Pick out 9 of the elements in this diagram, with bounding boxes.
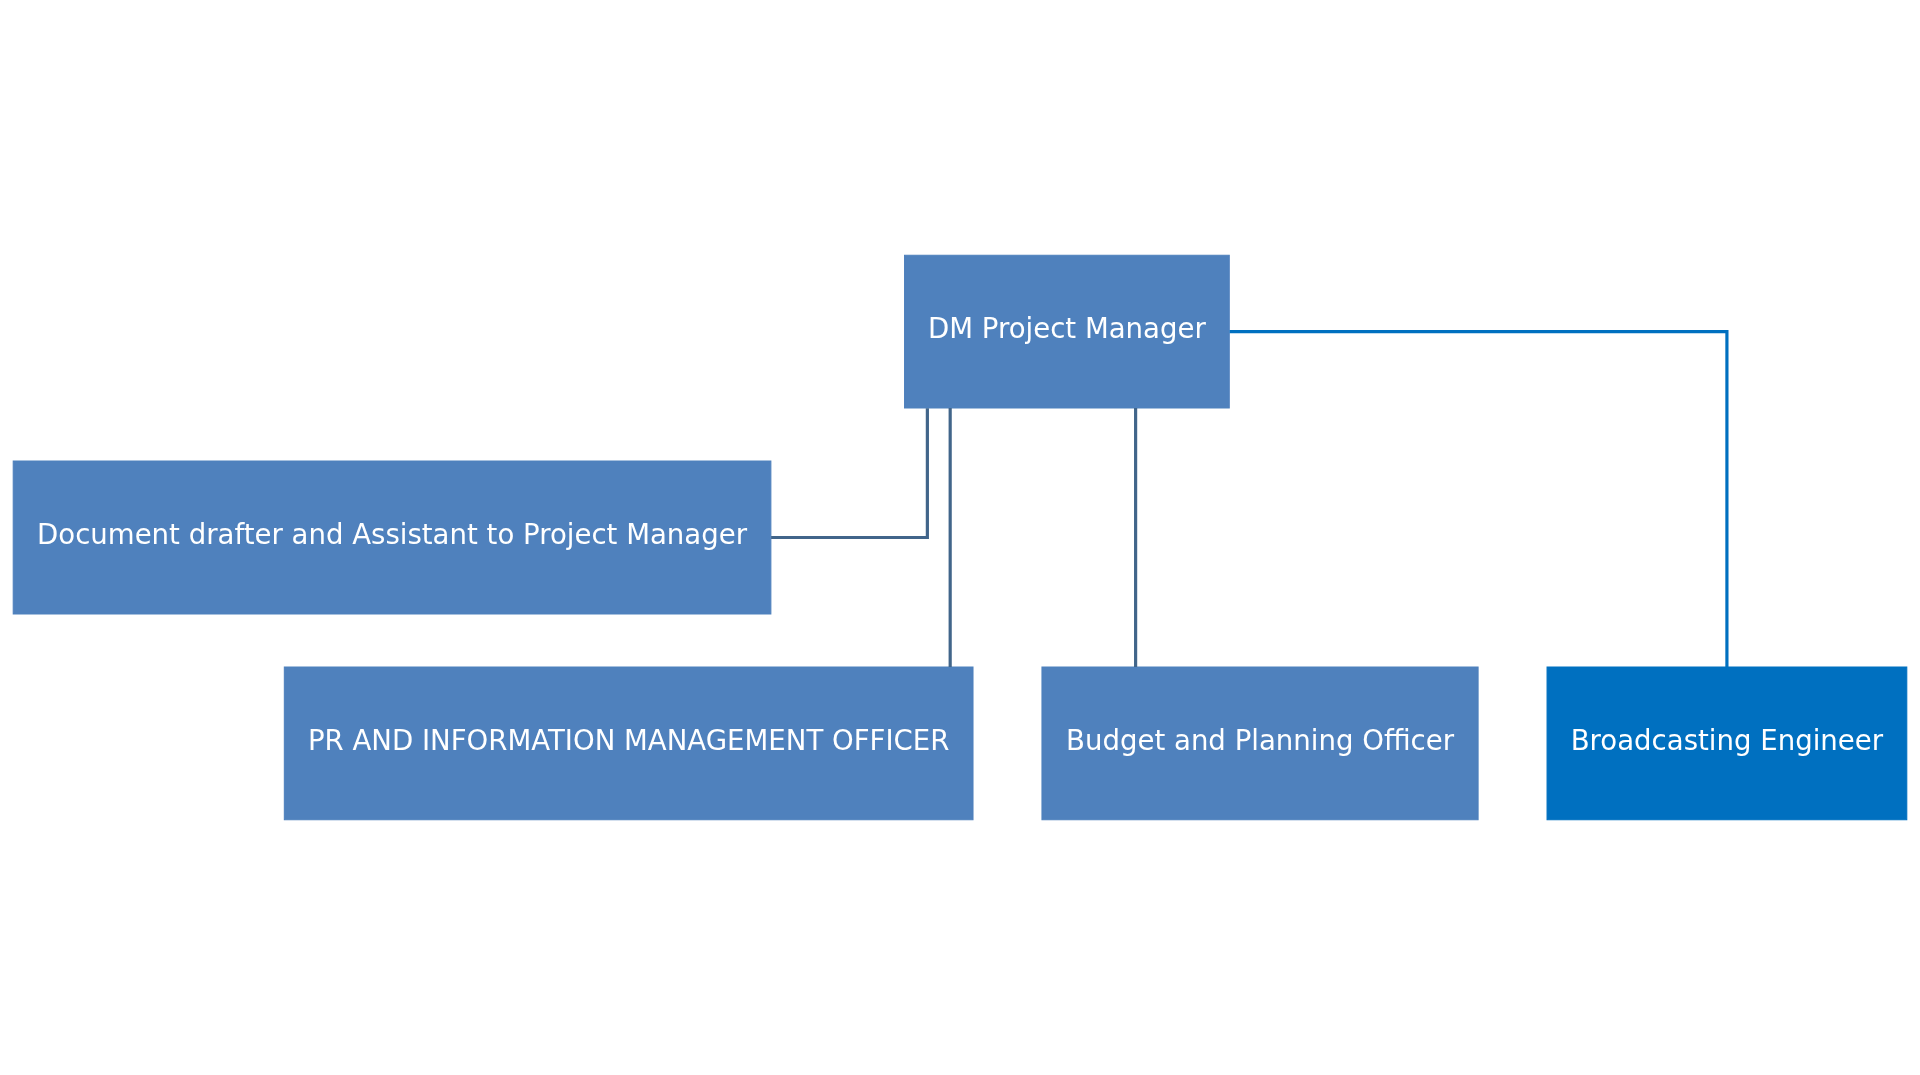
node-box: Document drafter and Assistant to Project Manager bbox=[12, 460, 772, 615]
node-box: Broadcasting Engineer bbox=[1546, 666, 1908, 821]
connector bbox=[771, 408, 929, 540]
node-box: DM Project Manager bbox=[904, 254, 1230, 409]
node-box: Budget and Planning Officer bbox=[1041, 666, 1479, 821]
connector bbox=[1229, 330, 1729, 667]
connector bbox=[948, 408, 952, 667]
node-box: PR AND INFORMATION MANAGEMENT OFFICER bbox=[283, 666, 974, 821]
connector bbox=[1134, 408, 1138, 667]
